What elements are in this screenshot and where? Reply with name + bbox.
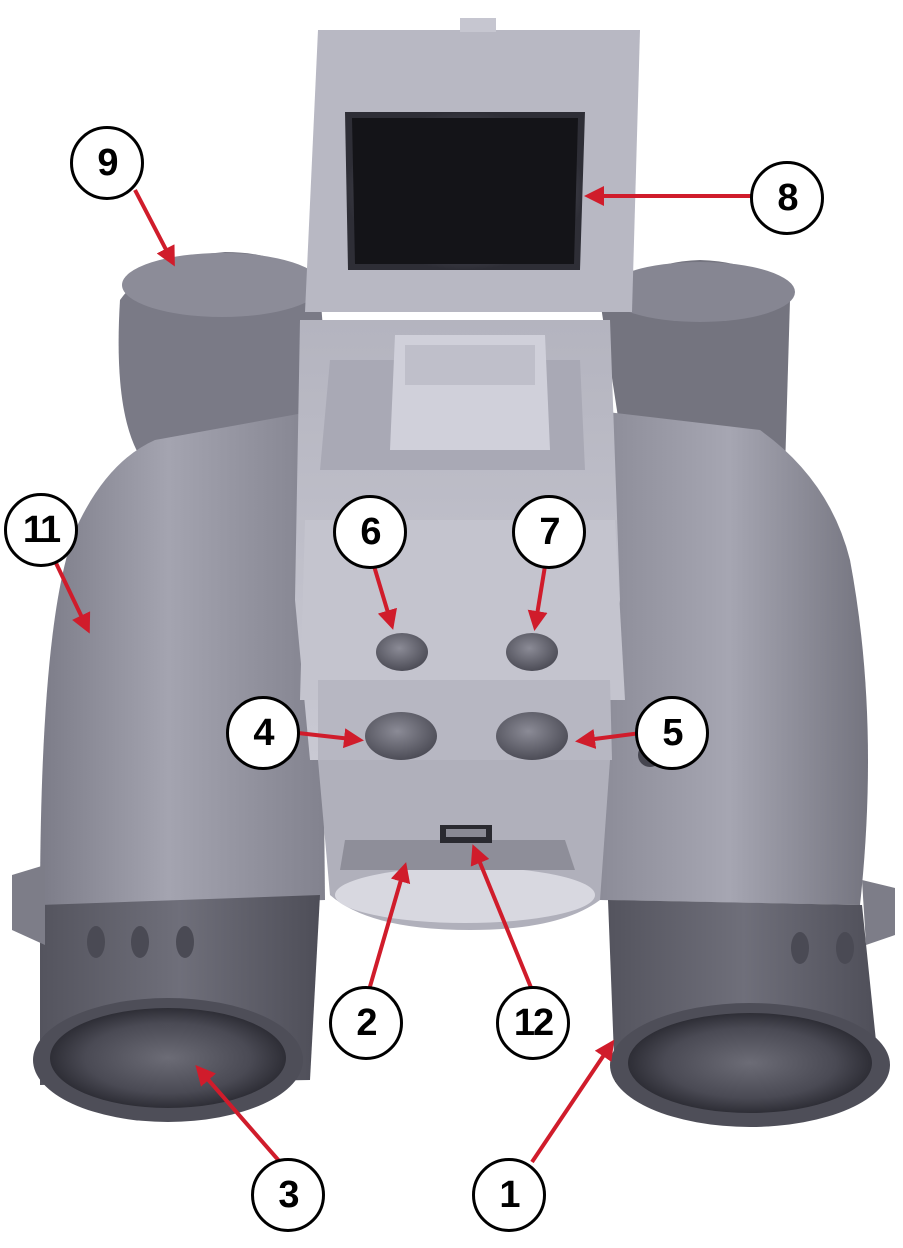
callout-11: 11 <box>4 493 78 567</box>
button-7[interactable] <box>506 633 558 671</box>
lcd-screen <box>352 118 578 264</box>
callout-9: 9 <box>70 126 144 200</box>
right-eyepiece-lens <box>628 1013 872 1113</box>
callout-3: 3 <box>251 1158 325 1232</box>
callout-4: 4 <box>226 696 300 770</box>
callout-7: 7 <box>512 495 586 569</box>
callout-2: 2 <box>329 986 403 1060</box>
left-barrel-body <box>40 410 325 910</box>
callout-5: 5 <box>635 696 709 770</box>
left-eyepiece-lens <box>50 1008 286 1108</box>
button-4[interactable] <box>365 712 437 760</box>
left-objective-barrel <box>118 252 330 470</box>
callout-12: 12 <box>496 986 570 1060</box>
right-barrel-body <box>590 410 868 905</box>
memory-card-slot[interactable] <box>340 840 575 870</box>
button-5[interactable] <box>496 712 568 760</box>
callout-8: 8 <box>750 161 824 235</box>
button-6[interactable] <box>376 633 428 671</box>
callout-1: 1 <box>472 1158 546 1232</box>
callout-6: 6 <box>333 495 407 569</box>
